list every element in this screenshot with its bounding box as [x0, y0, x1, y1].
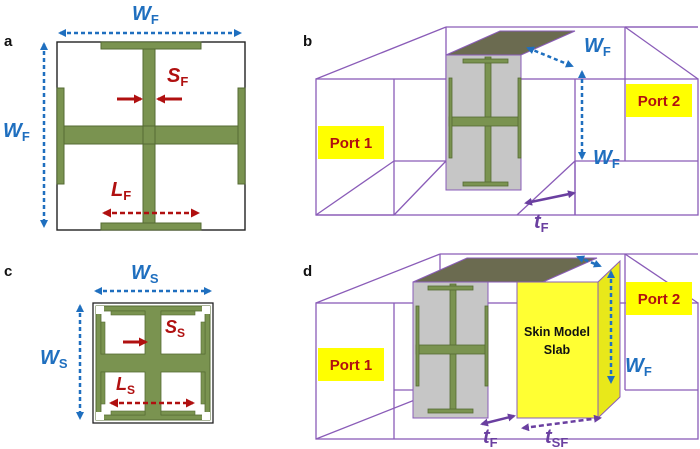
- port-1-box-d: [318, 348, 384, 381]
- port-1-label: Port 1: [330, 135, 373, 152]
- width-arrow-diagonal-d: [576, 255, 602, 268]
- panel-b: b: [303, 26, 699, 235]
- thickness-arrow-fss: [480, 413, 516, 427]
- thickness-arrow-slab: [521, 414, 602, 432]
- fss-panel-traces-d: [415, 283, 489, 414]
- slab-label-line1: Skin Model: [524, 325, 590, 339]
- panel-d: d Skin Model Sla: [303, 253, 699, 449]
- label-t-sf: tSF: [545, 426, 568, 449]
- corner-notches: [96, 306, 210, 420]
- panel-letter-a: a: [4, 33, 13, 50]
- fss-panel-traces: [448, 56, 522, 187]
- label-s-f: SF: [167, 65, 188, 89]
- fss-top-face: [445, 30, 576, 56]
- port-1-box: [318, 126, 384, 159]
- label-w-f-side-d: WF: [625, 355, 652, 379]
- port-2-box: [626, 84, 692, 117]
- skin-slab-side: [597, 259, 621, 420]
- label-w-f-top-b: WF: [584, 35, 611, 59]
- label-w-f-left: WF: [3, 120, 30, 144]
- label-w-f-top: WF: [132, 3, 159, 27]
- panel-letter-c: c: [4, 263, 12, 280]
- port-2-label: Port 2: [638, 93, 681, 110]
- label-w-s-top: WS: [131, 262, 159, 286]
- panel-letter-d: d: [303, 263, 312, 280]
- port-2-box-d: [626, 282, 692, 315]
- slab-label-line2: Slab: [544, 343, 571, 357]
- panel-c: c WS: [4, 262, 214, 424]
- panel-a: a WF WF: [3, 3, 246, 231]
- port-1-label-d: Port 1: [330, 357, 373, 374]
- label-s-s: SS: [165, 317, 185, 340]
- label-t-f-b: tF: [534, 211, 549, 235]
- label-w-f-side-b: WF: [593, 147, 620, 171]
- port-2-label-d: Port 2: [638, 291, 681, 308]
- metal-trace-pattern: [56, 41, 246, 231]
- label-l-s: LS: [116, 374, 135, 397]
- window-lips: [100, 310, 206, 416]
- width-arrow-diagonal: [526, 46, 574, 68]
- label-t-f-d: tF: [483, 426, 498, 449]
- label-w-s-left: WS: [40, 347, 68, 371]
- panel-letter-b: b: [303, 33, 312, 50]
- label-l-f: LF: [111, 179, 131, 203]
- thickness-arrow: [524, 190, 576, 206]
